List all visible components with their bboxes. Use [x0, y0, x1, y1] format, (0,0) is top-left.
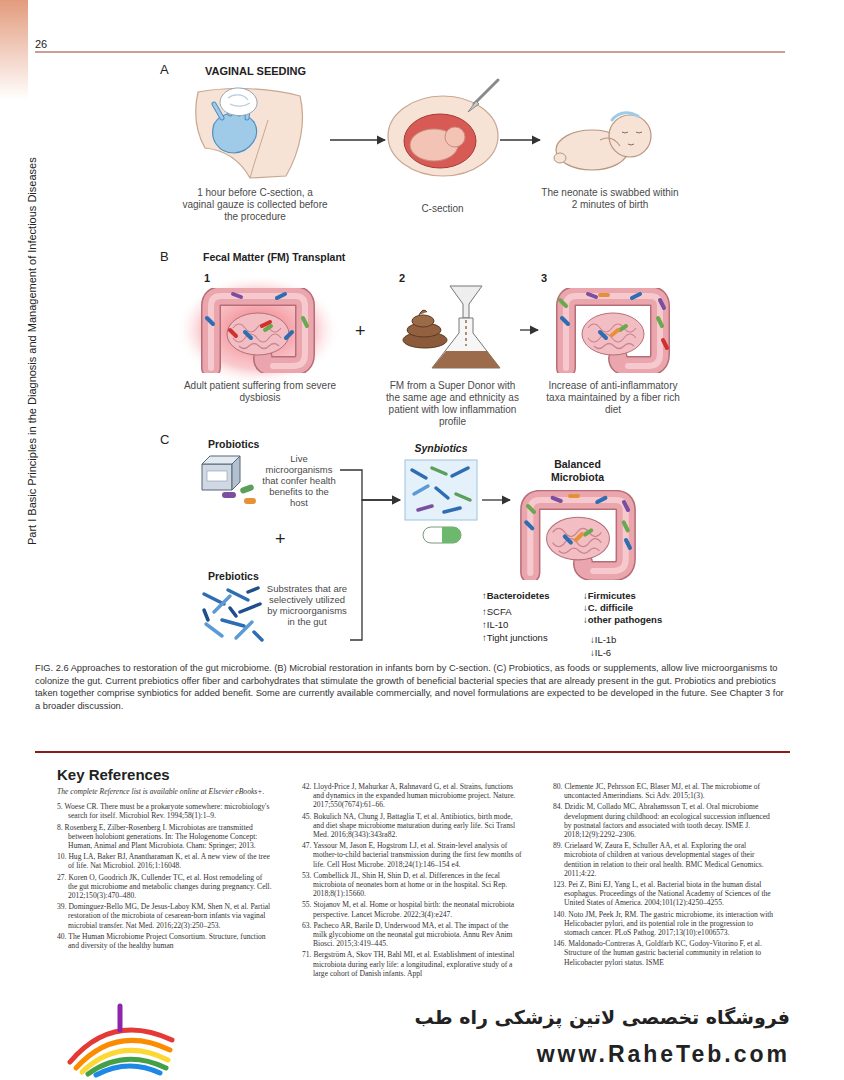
step-caption: The neonate is swabbed within 2 minutes …	[540, 187, 680, 211]
section-rule	[35, 751, 790, 753]
flow-arrow	[520, 329, 538, 330]
watermark-text: فروشگاه تخصصی لاتین پزشکی راه طب	[390, 1006, 790, 1029]
effect-label: ↓C. difficile	[583, 602, 633, 613]
effect-label: ↑Bacteroidetes	[482, 590, 550, 601]
watermark-logo	[70, 1006, 172, 1075]
figure-node: 2 FM from a Super Donor with the same age…	[385, 272, 520, 430]
reference: 140. Noto JM, Peek Jr, RM. The gastric m…	[553, 910, 778, 938]
reference: 146. Maldonado-Contreras A, Goldfarb KC,…	[553, 939, 778, 967]
effect-label: ↑Tight junctions	[482, 632, 548, 643]
plus-sign: +	[275, 528, 286, 550]
figure-caption: FIG. 2.6 Approaches to restoration of th…	[35, 662, 790, 712]
item-heading: Balanced Microbiota	[540, 458, 615, 484]
header-rule	[35, 52, 785, 53]
probiotics-illustration	[202, 456, 256, 504]
reference: 71. Bergström A, Skov TH, Bahl MI, et al…	[302, 950, 524, 978]
panel-title: VAGINAL SEEDING	[205, 65, 306, 78]
reference: 89. Crielaard W, Zaura E, Schuller AA, e…	[553, 841, 778, 878]
reference: 84. Dzidic M, Collado MC, Abrahamsson T,…	[553, 802, 778, 839]
figure-node: 3Increase of anti-inflammatory taxa main…	[538, 272, 688, 418]
figure-node: Balanced Microbiota	[510, 458, 645, 583]
corner-tab	[0, 0, 28, 100]
reference-column: 42. Lloyd-Price J, Mahurkar A, Rahnavard…	[302, 782, 524, 980]
effect-label: ↓IL-6	[590, 647, 611, 658]
flow-arrow	[482, 499, 510, 500]
reference: 55. Stojanov M, et al. Home or hospital …	[302, 900, 524, 918]
figure-node: ProbioticsLive microorganisms that confe…	[200, 438, 340, 510]
figure-node: C-section	[385, 85, 500, 220]
reference: 53. Combellick JL, Shin H, Shin D, et al…	[302, 871, 524, 899]
reference: 10. Hug LA, Baker BJ, Anantharaman K, et…	[57, 852, 272, 870]
reference: 5. Woese CR. There must be a prokaryote …	[57, 802, 272, 820]
item-heading: Synbiotics	[400, 442, 482, 455]
flow-arrow	[340, 470, 400, 500]
running-head: Part I Basic Principles in the Diagnosis…	[26, 157, 39, 545]
reference: 8. Rosenberg E, Zilber-Rosenberg I. Micr…	[57, 823, 272, 851]
reference-column: 80. Clemente JC, Pehrsson EC, Blaser MJ,…	[553, 782, 778, 969]
donor-fm-illustration	[403, 286, 500, 368]
step-caption: FM from a Super Donor with the same age …	[385, 380, 520, 428]
item-description: Substrates that are selectively utilized…	[266, 583, 348, 627]
effect-label: ↑IL-10	[482, 619, 508, 630]
effect-label: ↓Firmicutes	[583, 590, 636, 601]
effect-label: ↓IL-1b	[590, 634, 616, 645]
watermark-url: www.RaheTeb.com	[390, 1040, 790, 1068]
figure-node: 1Adult patient suffering from severe dys…	[180, 272, 340, 412]
step-caption: Adult patient suffering from severe dysb…	[180, 380, 340, 404]
flow-arrow	[500, 139, 540, 140]
step-number: 1	[204, 272, 210, 284]
step-number: 2	[399, 272, 405, 284]
item-description: Live microorganisms that confer health b…	[260, 453, 338, 508]
neonate-illustration	[554, 113, 651, 170]
reference-column: Key ReferencesThe complete Reference lis…	[57, 766, 272, 952]
panel-letter: C	[160, 432, 169, 448]
balanced-colon	[526, 496, 630, 573]
panel-title: Fecal Matter (FM) Transplant	[203, 251, 345, 264]
reference: 42. Lloyd-Price J, Mahurkar A, Rahnavard…	[302, 782, 524, 810]
dysbiosis-colon	[176, 274, 340, 386]
gauze-illustration	[196, 88, 303, 178]
reference: 123. Pei Z, Bini EJ, Yang L, et al. Bact…	[553, 880, 778, 908]
reference: 45. Bokulich NA, Chung J, Battaglia T, e…	[302, 812, 524, 840]
step-caption: 1 hour before C-section, a vaginal gauze…	[180, 187, 330, 223]
reference-note: The complete Reference list is available…	[57, 787, 272, 796]
section-heading: Key References	[57, 766, 272, 784]
panel-letter: A	[160, 62, 169, 78]
effect-label: ↓other pathogens	[583, 614, 662, 625]
c-section-illustration	[388, 80, 498, 176]
reference: 39. Dominguez-Bello MG, De Jesus-Laboy K…	[57, 902, 272, 930]
figure-node: 1 hour before C-section, a vaginal gauze…	[180, 85, 330, 225]
plus-sign: +	[355, 320, 366, 342]
reference: 47. Yassour M, Jason E, Hogstrom LJ, et …	[302, 841, 524, 869]
step-caption: Increase of anti-inflammatory taxa maint…	[538, 380, 688, 416]
flow-arrow	[330, 139, 385, 140]
figure-node: PrebioticsSubstrates that are selectivel…	[200, 570, 350, 648]
step-caption: C-section	[385, 203, 500, 215]
step-number: 3	[541, 272, 547, 284]
page-number: 26	[35, 38, 47, 51]
effect-label: ↑SCFA	[482, 606, 512, 617]
reference: 27. Koren O, Goodrich JK, Cullender TC, …	[57, 873, 272, 901]
flow-arrow	[350, 500, 400, 640]
prebiotics-illustration	[204, 588, 262, 640]
reference: 80. Clemente JC, Pehrsson EC, Blaser MJ,…	[553, 782, 778, 800]
item-heading: Prebiotics	[208, 570, 259, 583]
reference: 40. The Human Microbiome Project Consort…	[57, 932, 272, 950]
reference: 63. Pacheco AR, Barile D, Underwood MA, …	[302, 921, 524, 949]
figure-node: Synbiotics	[400, 442, 482, 547]
restored-colon	[560, 294, 667, 368]
figure-node: The neonate is swabbed within 2 minutes …	[540, 85, 680, 225]
panel-letter: B	[160, 249, 169, 265]
item-heading: Probiotics	[208, 438, 259, 451]
synbiotics-illustration	[405, 460, 477, 543]
